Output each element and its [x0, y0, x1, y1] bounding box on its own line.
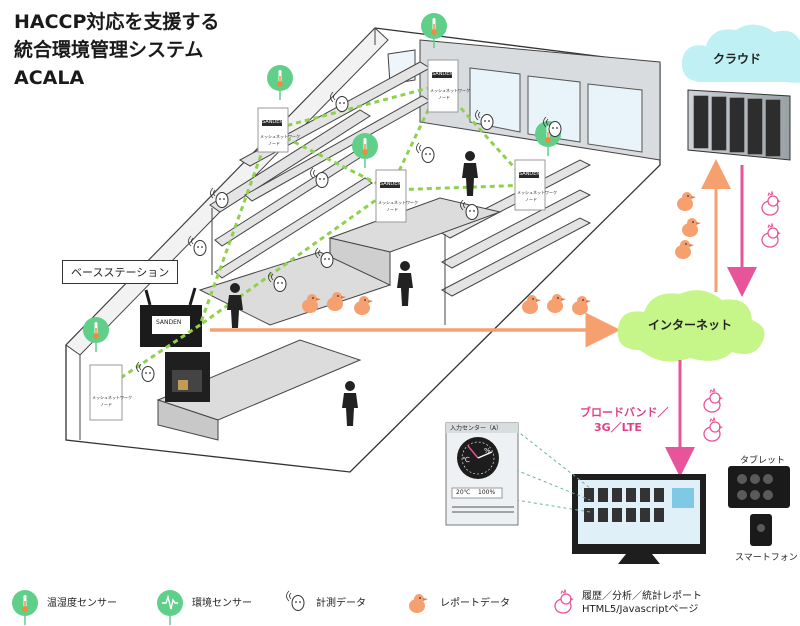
panel-readout-temp: 20℃ — [456, 489, 471, 496]
tablet-device — [728, 466, 790, 508]
node-sub-3: ノード — [386, 207, 398, 212]
title-line-1: HACCP対応を支援する — [14, 11, 220, 33]
node-text-1: メッシュネットワーク — [260, 134, 300, 139]
tablet-label: タブレット — [740, 456, 786, 466]
panel-connectors — [515, 429, 591, 513]
panel-title: 入力センター（A） — [450, 425, 503, 432]
diagram-title: HACCP対応を支援する 統合環境管理システム ACALA — [14, 8, 219, 92]
legend-report: レポートデータ — [440, 597, 510, 610]
mesh-nodes — [89, 59, 546, 421]
smartphone-label: スマートフォン — [735, 553, 798, 563]
legend-label-2: HTML5/Javascriptページ — [582, 604, 699, 615]
node-sub-2: ノード — [438, 95, 450, 100]
node-brand-1: SANDEN — [262, 119, 284, 125]
cloud-shape — [681, 24, 800, 83]
measurement-data-icon — [286, 590, 305, 611]
legend-label: 履歴／分析／統計レポート — [582, 591, 702, 602]
node-text-3: メッシュネットワーク — [378, 200, 418, 205]
panel-unit-pct: % — [484, 447, 491, 455]
legend-temp-humidity: 温湿度センサー — [47, 597, 117, 610]
sensor-panel — [445, 422, 519, 526]
node-sub-5: ノード — [100, 402, 112, 407]
title-line-3: ACALA — [14, 67, 85, 89]
node-brand-4: SANDEN — [519, 171, 541, 177]
report-data-icon — [409, 594, 428, 613]
temp-humidity-sensor-icon — [11, 589, 39, 626]
panel-unit-c: ℃ — [462, 456, 470, 464]
base-station-label: ベースステーション — [62, 260, 179, 284]
history-report-icon — [554, 589, 575, 614]
internet-label: インターネット — [648, 318, 733, 332]
broadband-label-2: 3G／LTE — [594, 421, 642, 434]
cloud-label: クラウド — [713, 52, 762, 66]
node-brand-3: SANDEN — [380, 181, 402, 187]
base-station-brand: SANDEN — [156, 319, 182, 326]
title-line-2: 統合環境管理システム — [14, 39, 204, 61]
lte-label: 3G／LTE — [375, 340, 428, 354]
legend-label: レポートデータ — [440, 598, 510, 609]
node-text-4: メッシュネットワーク — [517, 190, 557, 195]
node-text-2: メッシュネットワーク — [430, 88, 470, 93]
panel-readout-hum: 100% — [478, 489, 496, 496]
legend-label: 計測データ — [316, 598, 366, 609]
node-sub-4: ノード — [525, 197, 537, 202]
monitor — [572, 474, 706, 564]
smartphone-device — [750, 514, 772, 546]
legend-environment: 環境センサー — [192, 597, 252, 610]
legend-measurement: 計測データ — [316, 597, 366, 610]
broadband-label-1: ブロードバンド／ — [580, 406, 669, 419]
legend-label: 環境センサー — [192, 598, 252, 609]
node-text-5: メッシュネットワーク — [92, 395, 132, 400]
node-sub-1: ノード — [268, 141, 280, 146]
internet-shape — [617, 290, 765, 362]
environment-sensor-icon — [157, 590, 183, 625]
legend-icons — [11, 589, 575, 626]
node-brand-2: SANDEN — [432, 71, 454, 77]
legend-history: 履歴／分析／統計レポート HTML5/Javascriptページ — [582, 590, 702, 616]
base-station-device — [140, 287, 202, 347]
server-racks — [687, 89, 791, 161]
legend-label: 温湿度センサー — [47, 598, 117, 609]
coffee-machine — [165, 352, 210, 402]
